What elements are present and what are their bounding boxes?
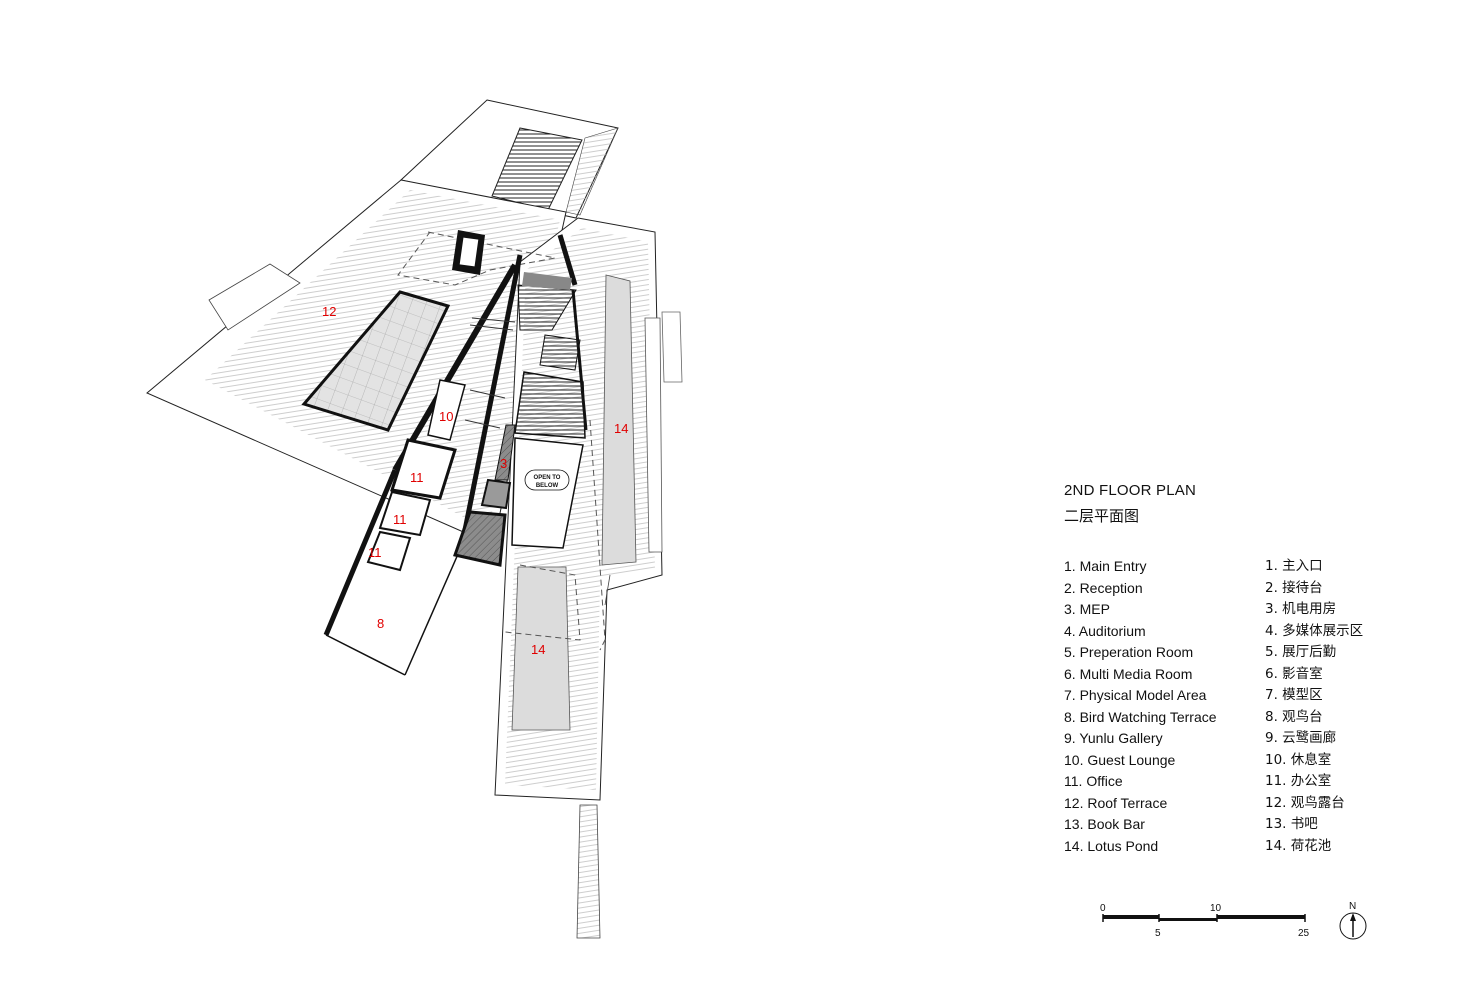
plan-title: 2ND FLOOR PLAN — [1064, 482, 1196, 499]
room-label-12: 12 — [322, 304, 336, 319]
legend-item-zh: 1. 主入口 — [1265, 558, 1323, 574]
legend-item: 2. Reception — [1064, 579, 1143, 596]
open-to-below-line1: OPEN TO — [534, 475, 561, 481]
legend-item: 3. MEP — [1064, 601, 1110, 617]
room-label-11-c: 11 — [368, 545, 382, 560]
scale-label-5: 5 — [1155, 928, 1161, 939]
scale-bar: 0 10 5 25 — [1100, 903, 1310, 939]
scale-label-25: 25 — [1298, 928, 1310, 939]
walkway — [576, 804, 601, 939]
room-label-11-b: 11 — [393, 512, 407, 527]
room-label-10: 10 — [439, 409, 453, 424]
legend-item: 12. Roof Terrace — [1064, 794, 1168, 811]
scale-label-0: 0 — [1100, 903, 1106, 914]
legend-item: 5. Preperation Room — [1064, 644, 1194, 660]
lotus-pond-upper — [601, 274, 637, 566]
legend-item-zh: 7. 模型区 — [1265, 687, 1323, 703]
legend-item-zh: 5. 展厅后勤 — [1265, 644, 1337, 660]
room-label-14-lower: 14 — [531, 642, 545, 657]
room-label-3: 3 — [500, 456, 507, 471]
scale-label-10: 10 — [1210, 903, 1222, 914]
legend-item-zh: 13. 书吧 — [1265, 816, 1318, 832]
dashed-outlines — [397, 231, 606, 651]
legend-item-zh: 11. 办公室 — [1265, 773, 1332, 789]
open-to-below-line2: BELOW — [536, 483, 559, 489]
right-terrace — [494, 217, 683, 939]
legend-item-zh: 14. 荷花池 — [1265, 837, 1332, 854]
open-to-below-tag: OPEN TO BELOW — [524, 469, 570, 491]
legend-item: 8. Bird Watching Terrace — [1064, 708, 1217, 725]
legend-item-zh: 10. 休息室 — [1265, 751, 1332, 768]
legend-item: 11. Office — [1064, 773, 1123, 789]
legend-item: 13. Book Bar — [1064, 816, 1145, 832]
north-arrow-icon: N — [1339, 901, 1367, 940]
legend-item-zh: 3. 机电用房 — [1265, 601, 1337, 617]
legend-item-zh: 6. 影音室 — [1265, 665, 1323, 682]
legend-item-zh: 2. 接待台 — [1265, 579, 1323, 596]
legend-item: 7. Physical Model Area — [1064, 687, 1207, 703]
top-roof-block — [399, 99, 619, 219]
central-building — [323, 230, 588, 676]
legend-item-zh: 8. 观鸟台 — [1265, 708, 1323, 725]
legend-item: 14. Lotus Pond — [1064, 837, 1159, 854]
legend-item: 10. Guest Lounge — [1064, 751, 1176, 768]
room-label-8: 8 — [377, 616, 384, 631]
legend-item: 9. Yunlu Gallery — [1064, 730, 1163, 746]
legend-item-zh: 4. 多媒体展示区 — [1265, 622, 1364, 639]
lotus-pond-lower — [511, 566, 571, 731]
room-label-14-upper: 14 — [614, 421, 628, 436]
legend-chinese: 1. 主入口 2. 接待台 3. 机电用房 4. 多媒体展示区 5. 展厅后勤 … — [1265, 556, 1363, 857]
legend-item: 1. Main Entry — [1064, 558, 1147, 574]
legend-item-zh: 12. 观鸟露台 — [1265, 794, 1345, 811]
legend-english: 1. Main Entry 2. Reception 3. MEP 4. Aud… — [1064, 556, 1217, 857]
plan-subtitle: 二层平面图 — [1064, 507, 1140, 525]
legend-item-zh: 9. 云鹭画廊 — [1265, 730, 1337, 746]
room-label-11-a: 11 — [410, 470, 424, 485]
north-label: N — [1349, 901, 1356, 912]
legend-item: 4. Auditorium — [1064, 622, 1146, 639]
legend-item: 6. Multi Media Room — [1064, 665, 1193, 682]
